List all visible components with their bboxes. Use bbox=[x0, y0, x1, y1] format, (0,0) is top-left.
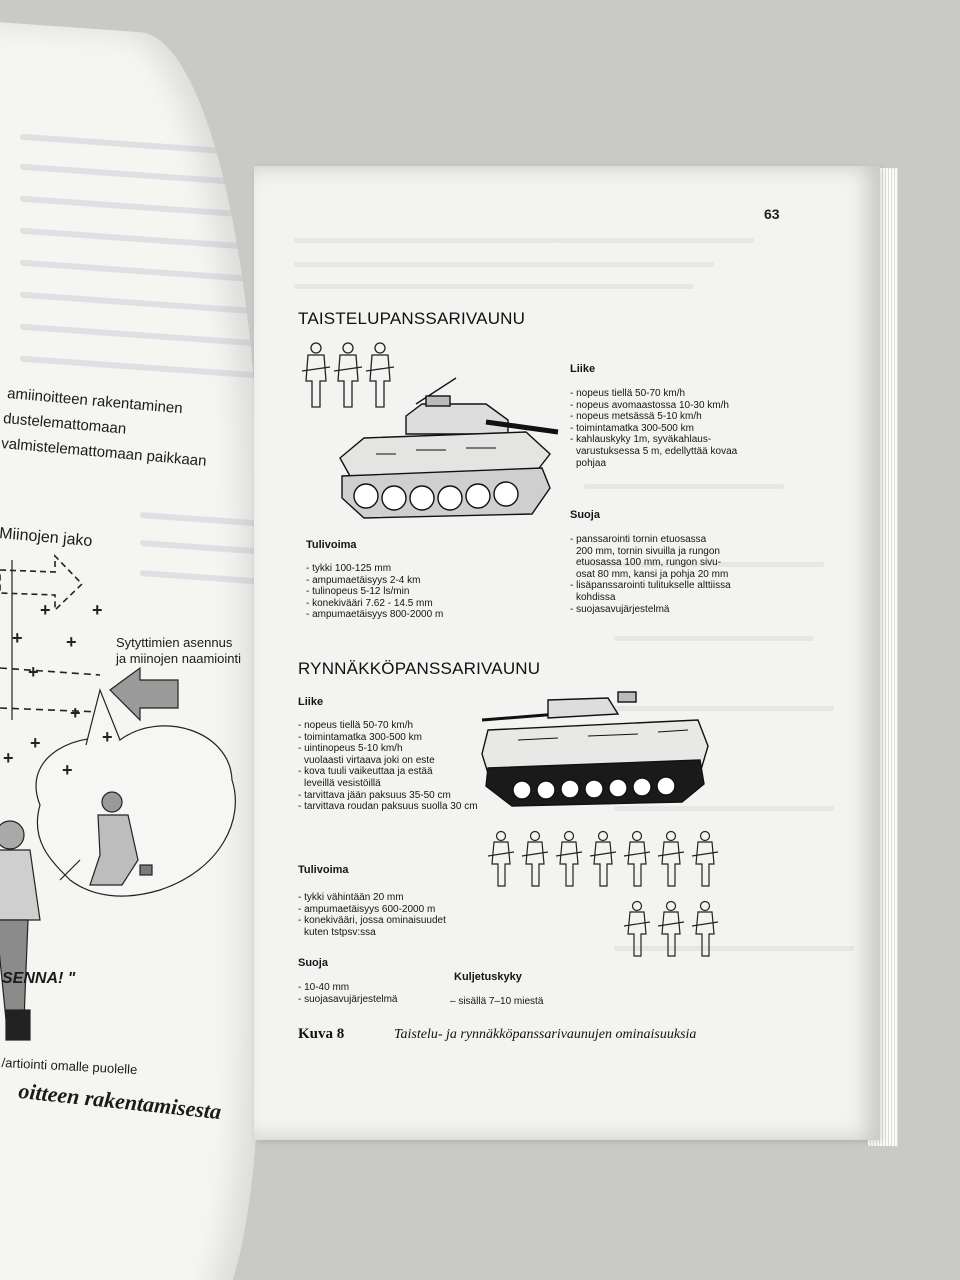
mine-marker: + bbox=[66, 632, 77, 652]
list-item: - tykki vähintään 20 mm bbox=[298, 892, 404, 903]
main-battle-tank-illustration bbox=[339, 377, 559, 519]
ignition-label-2: ja miinojen naamiointi bbox=[116, 651, 242, 666]
right-page: 63 TAISTELUPANSSARIVAUNU bbox=[254, 166, 880, 1140]
ifv-kuljetuskyky-list: – sisällä 7–10 miestä bbox=[450, 996, 543, 1008]
mine-marker: + bbox=[102, 727, 113, 747]
figure-caption-label: Kuva 8 bbox=[298, 1026, 345, 1042]
list-item: - konekivääri, jossa ominaisuudet bbox=[298, 915, 446, 927]
list-item: - nopeus tiellä 50-70 km/h bbox=[298, 720, 414, 731]
ifv-tulivoima-list: - tykki vähintään 20 mm - ampumaetäisyys… bbox=[298, 892, 446, 938]
list-item: leveillä vesistöillä bbox=[304, 777, 381, 789]
mine-marker: + bbox=[40, 600, 51, 620]
list-item: - tykki 100-125 mm bbox=[306, 563, 392, 574]
mbt-title: TAISTELUPANSSARIVAUNU bbox=[298, 309, 526, 328]
ifv-liike-list: - nopeus tiellä 50-70 km/h - toimintamat… bbox=[298, 720, 478, 813]
mine-marker: + bbox=[70, 703, 81, 723]
list-item: 200 mm, tornin sivuilla ja rungon bbox=[576, 545, 720, 557]
list-item: - tarvittava jään paksuus 35-50 cm bbox=[298, 789, 451, 801]
list-item: - nopeus metsässä 5-10 km/h bbox=[570, 411, 702, 423]
list-item: - kahlauskyky 1m, syväkahlaus- bbox=[570, 434, 712, 446]
mine-marker: + bbox=[92, 600, 103, 620]
list-item: kuten tstpsv:ssa bbox=[304, 926, 376, 938]
mine-marker: + bbox=[12, 628, 23, 648]
soldier-illustration bbox=[59, 791, 153, 886]
mbt-tulivoima-title: Tulivoima bbox=[306, 539, 357, 551]
shout-text: SENNA! " bbox=[2, 970, 76, 987]
infantry-fighting-vehicle-illustration bbox=[481, 691, 709, 807]
list-item: - ampumaetäisyys 800-2000 m bbox=[306, 609, 444, 621]
list-item: - nopeus avomaastossa 10-30 km/h bbox=[570, 399, 729, 411]
mine-marker: + bbox=[28, 662, 39, 682]
list-item: - uintinopeus 5-10 km/h bbox=[298, 743, 403, 755]
soldier-foreground bbox=[0, 820, 41, 1041]
ignition-label-1: Sytyttimien asennus bbox=[116, 635, 233, 650]
mine-marker: + bbox=[62, 760, 73, 780]
list-item: - nopeus tiellä 50-70 km/h bbox=[570, 388, 686, 399]
mbt-tulivoima-list: - tykki 100-125 mm - ampumaetäisyys 2-4 … bbox=[306, 563, 443, 621]
list-item: - toimintamatka 300-500 km bbox=[298, 731, 422, 743]
list-item: - ampumaetäisyys 600-2000 m bbox=[298, 903, 436, 915]
mbt-liike-list: - nopeus tiellä 50-70 km/h - nopeus avom… bbox=[570, 388, 737, 469]
mine-marker: + bbox=[30, 733, 41, 753]
mbt-suoja-list: - panssarointi tornin etuosassa 200 mm, … bbox=[570, 534, 731, 615]
page-number: 63 bbox=[764, 206, 780, 222]
list-item: pohjaa bbox=[576, 457, 607, 469]
ifv-kuljetuskyky-title: Kuljetuskyky bbox=[454, 971, 522, 983]
list-item: - suojasavujärjestelmä bbox=[570, 603, 670, 615]
list-item: - konekivääri 7.62 - 14.5 mm bbox=[306, 597, 433, 609]
ifv-tulivoima-title: Tulivoima bbox=[298, 864, 349, 876]
list-item: vuolaasti virtaava joki on este bbox=[304, 754, 435, 766]
infantry-squad-icon bbox=[488, 830, 719, 957]
list-item: - lisäpanssarointi tulitukselle alttiiss… bbox=[570, 580, 731, 592]
list-item: – sisällä 7–10 miestä bbox=[450, 996, 544, 1007]
list-item: - panssarointi tornin etuosassa bbox=[570, 534, 707, 545]
list-item: etuosassa 100 mm, rungon sivu- bbox=[576, 557, 722, 569]
list-item: - tulinopeus 5-12 ls/min bbox=[306, 586, 410, 598]
figure-caption-text: Taistelu- ja rynnäkköpanssarivaunujen om… bbox=[394, 1027, 697, 1042]
list-item: varustuksessa 5 m, edellyttää kovaa bbox=[576, 445, 738, 457]
list-item: - 10-40 mm bbox=[298, 982, 350, 993]
ifv-title: RYNNÄKKÖPANSSARIVAUNU bbox=[298, 659, 541, 678]
ifv-suoja-list: - 10-40 mm - suojasavujärjestelmä bbox=[298, 982, 398, 1005]
list-item: - tarvittava roudan paksuus suolla 30 cm bbox=[298, 801, 478, 813]
arrow-left-icon bbox=[109, 666, 179, 722]
list-item: - toimintamatka 300-500 km bbox=[570, 422, 694, 434]
mine-diagram bbox=[0, 554, 236, 1041]
list-item: - ampumaetäisyys 2-4 km bbox=[306, 574, 421, 586]
mine-marker: + bbox=[3, 748, 14, 768]
list-item: osat 80 mm, kansi ja pohja 20 mm bbox=[576, 568, 729, 580]
ifv-liike-title: Liike bbox=[298, 696, 324, 708]
list-item: - suojasavujärjestelmä bbox=[298, 993, 398, 1005]
ifv-suoja-title: Suoja bbox=[298, 957, 328, 969]
list-item: kohdissa bbox=[576, 591, 616, 603]
soldier-group-icon bbox=[301, 342, 395, 408]
list-item: - kova tuuli vaikeuttaa ja estää bbox=[298, 766, 433, 778]
mbt-liike-title: Liike bbox=[570, 363, 596, 375]
mbt-suoja-title: Suoja bbox=[570, 509, 600, 521]
